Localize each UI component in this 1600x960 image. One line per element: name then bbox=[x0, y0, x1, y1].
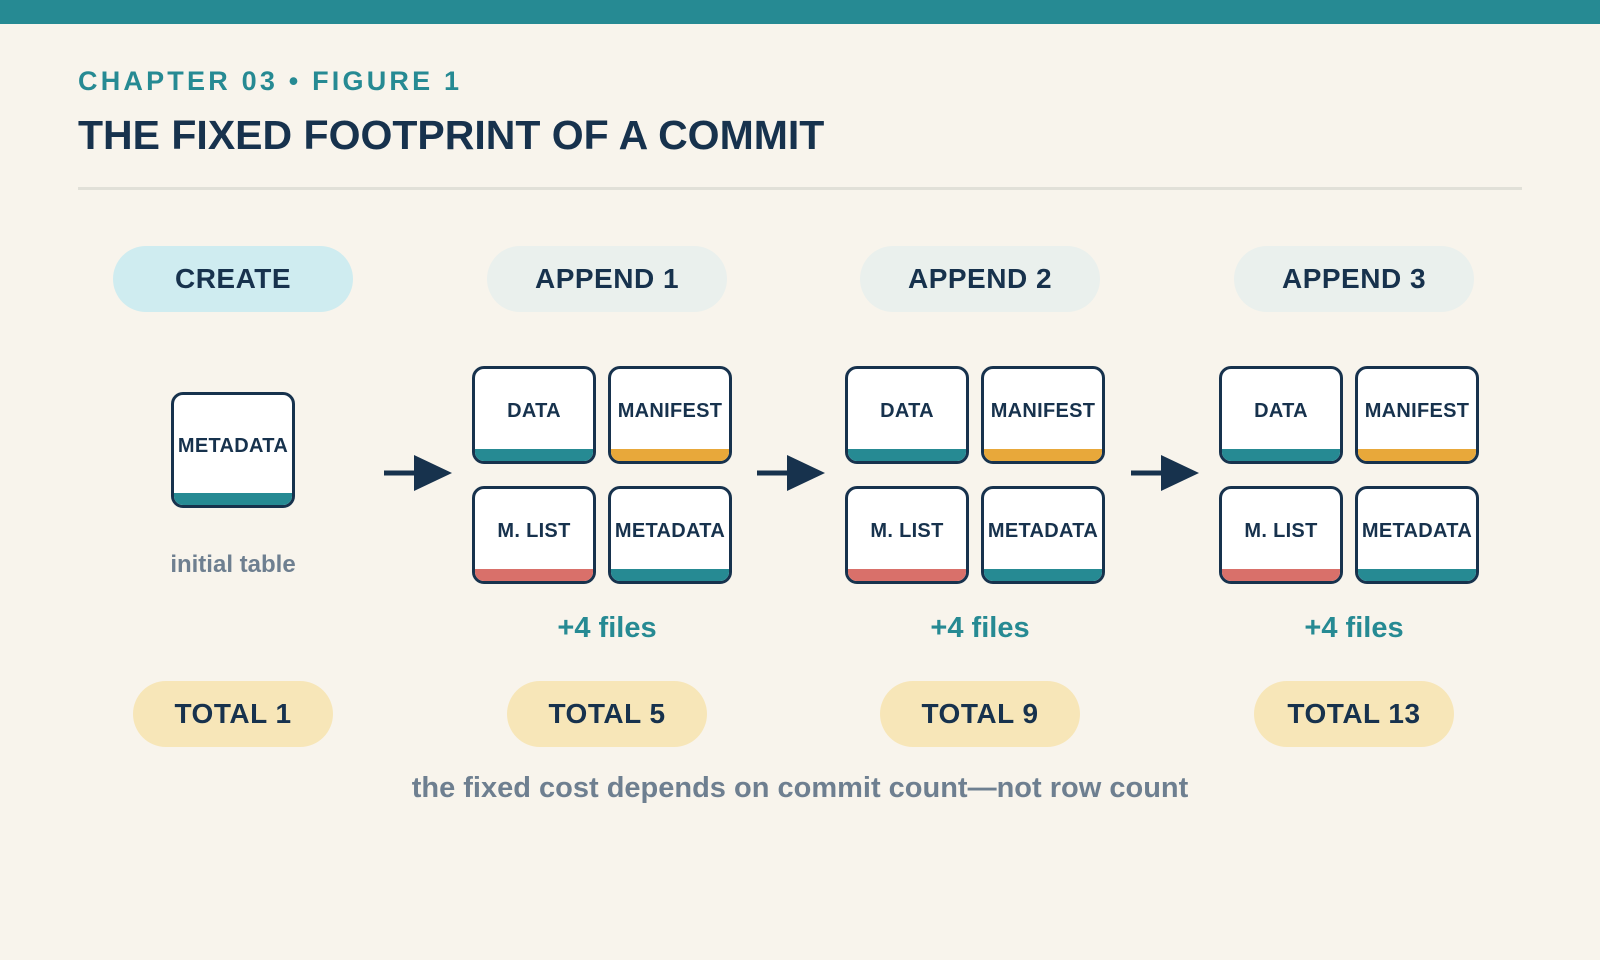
file-label: M. LIST bbox=[497, 519, 571, 542]
file-data-card: DATA bbox=[845, 366, 969, 464]
manifest-color-strip bbox=[1358, 449, 1476, 461]
append-1-delta: +4 files bbox=[557, 612, 657, 644]
manifest-color-strip bbox=[984, 449, 1102, 461]
figure-title: THE FIXED FOOTPRINT OF A COMMIT bbox=[78, 112, 825, 158]
manifest-color-strip bbox=[611, 449, 729, 461]
file-metadata-card: METADATA bbox=[608, 486, 732, 584]
footer-caption: the fixed cost depends on commit count—n… bbox=[411, 772, 1189, 804]
file-label: M. LIST bbox=[1244, 519, 1318, 542]
manifest-list-color-strip bbox=[848, 569, 966, 581]
total-append-2-pill: TOTAL 9 bbox=[880, 681, 1080, 747]
file-metadata-card: METADATA bbox=[171, 392, 295, 508]
file-label: METADATA bbox=[614, 519, 726, 542]
arrow-right-icon bbox=[384, 455, 452, 491]
file-data-card: DATA bbox=[472, 366, 596, 464]
file-label: M. LIST bbox=[870, 519, 944, 542]
file-label: METADATA bbox=[987, 519, 1099, 542]
metadata-color-strip bbox=[984, 569, 1102, 581]
file-label: MANIFEST bbox=[990, 399, 1096, 422]
arrow-right-icon bbox=[1131, 455, 1199, 491]
file-manifest-card: MANIFEST bbox=[608, 366, 732, 464]
total-create-pill: TOTAL 1 bbox=[133, 681, 333, 747]
metadata-color-strip bbox=[1358, 569, 1476, 581]
file-metadata-card: METADATA bbox=[1355, 486, 1479, 584]
file-metadata-card: METADATA bbox=[981, 486, 1105, 584]
file-manifest-list-card: M. LIST bbox=[472, 486, 596, 584]
total-append-3-pill: TOTAL 13 bbox=[1254, 681, 1454, 747]
file-manifest-list-card: M. LIST bbox=[1219, 486, 1343, 584]
data-color-strip bbox=[848, 449, 966, 461]
data-color-strip bbox=[475, 449, 593, 461]
file-manifest-list-card: M. LIST bbox=[845, 486, 969, 584]
metadata-color-strip bbox=[611, 569, 729, 581]
create-note: initial table bbox=[170, 551, 296, 578]
file-manifest-card: MANIFEST bbox=[981, 366, 1105, 464]
append-3-delta: +4 files bbox=[1304, 612, 1404, 644]
metadata-color-strip bbox=[174, 493, 292, 505]
stage-create-pill: CREATE bbox=[113, 246, 353, 312]
stage-append-2-pill: APPEND 2 bbox=[860, 246, 1100, 312]
file-label: METADATA bbox=[1361, 519, 1473, 542]
file-data-card: DATA bbox=[1219, 366, 1343, 464]
file-label: DATA bbox=[880, 399, 934, 422]
data-color-strip bbox=[1222, 449, 1340, 461]
total-append-1-pill: TOTAL 5 bbox=[507, 681, 707, 747]
stage-append-3-pill: APPEND 3 bbox=[1234, 246, 1474, 312]
file-label: DATA bbox=[507, 399, 561, 422]
append-2-delta: +4 files bbox=[930, 612, 1030, 644]
title-divider bbox=[78, 187, 1522, 190]
manifest-list-color-strip bbox=[1222, 569, 1340, 581]
arrow-right-icon bbox=[757, 455, 825, 491]
manifest-list-color-strip bbox=[475, 569, 593, 581]
file-label: METADATA bbox=[177, 434, 289, 457]
file-label: DATA bbox=[1254, 399, 1308, 422]
figure-kicker: CHAPTER 03 • FIGURE 1 bbox=[78, 66, 463, 96]
stage-append-1-pill: APPEND 1 bbox=[487, 246, 727, 312]
file-label: MANIFEST bbox=[1364, 399, 1470, 422]
file-label: MANIFEST bbox=[617, 399, 723, 422]
top-accent-bar bbox=[0, 0, 1600, 24]
file-manifest-card: MANIFEST bbox=[1355, 366, 1479, 464]
